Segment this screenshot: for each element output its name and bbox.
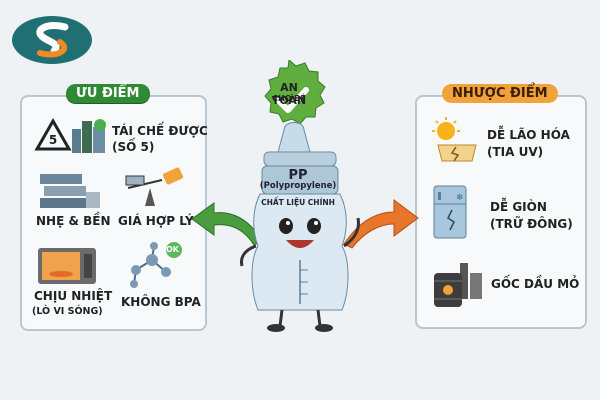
dis-petroleum-label: GỐC DẦU MỎ xyxy=(491,277,580,291)
disadvantages-title: NHƯỢC ĐIỂM xyxy=(442,84,558,103)
adv-light-durable-label: NHẸ & BỀN xyxy=(36,214,111,228)
green-arrow-left xyxy=(191,202,263,246)
adv-bpa-free-label: KHÔNG BPA xyxy=(121,295,201,309)
dis-aging-sub: (TIA UV) xyxy=(487,145,544,159)
dis-aging-label: DỄ LÃO HÓA xyxy=(487,128,570,142)
dis-brittle-label: DỄ GIÒN xyxy=(490,200,547,214)
cracked-fridge-icon: ❄ xyxy=(433,185,467,239)
seal-title: AN TOÀN xyxy=(271,81,307,107)
material-full-name: (Polypropylene) xyxy=(259,181,337,191)
material-code: PP xyxy=(288,168,308,183)
recycle-5-icon: 5 xyxy=(34,117,72,151)
bpa-ok-badge: OK xyxy=(166,245,179,254)
microwave-icon xyxy=(38,248,96,284)
seal-subtitle: CHO BÉ xyxy=(272,94,306,103)
sun-cracked-box-icon xyxy=(432,117,477,162)
molecule-ok-icon xyxy=(130,242,182,288)
adv-reasonable-price-label: GIÁ HỢP LÝ xyxy=(118,214,194,228)
dis-brittle-sub: (TRỮ ĐÔNG) xyxy=(490,217,573,231)
adv-heat-resistant-label: CHỊU NHIỆT xyxy=(34,289,113,303)
material-note: CHẤT LIỆU CHÍNH xyxy=(261,198,335,207)
price-scale-icon xyxy=(125,167,184,206)
city-buildings-icon xyxy=(72,119,106,153)
adv-heat-resistant-sub: (LÒ VI SÓNG) xyxy=(32,306,103,317)
adv-recyclable-sub: (SỐ 5) xyxy=(112,140,155,154)
baby-bottle-mascot xyxy=(240,60,360,332)
svg-text:5: 5 xyxy=(49,133,57,147)
advantages-title: ƯU ĐIỂM xyxy=(66,84,150,103)
stacked-containers-icon xyxy=(40,174,100,208)
adv-recyclable-label: TÁI CHẾ ĐƯỢC xyxy=(112,124,208,138)
svg-text:❄: ❄ xyxy=(456,193,464,203)
orange-arrow-right xyxy=(343,199,419,249)
brand-logo-icon xyxy=(12,16,92,64)
oil-barrel-factory-icon xyxy=(434,263,482,307)
